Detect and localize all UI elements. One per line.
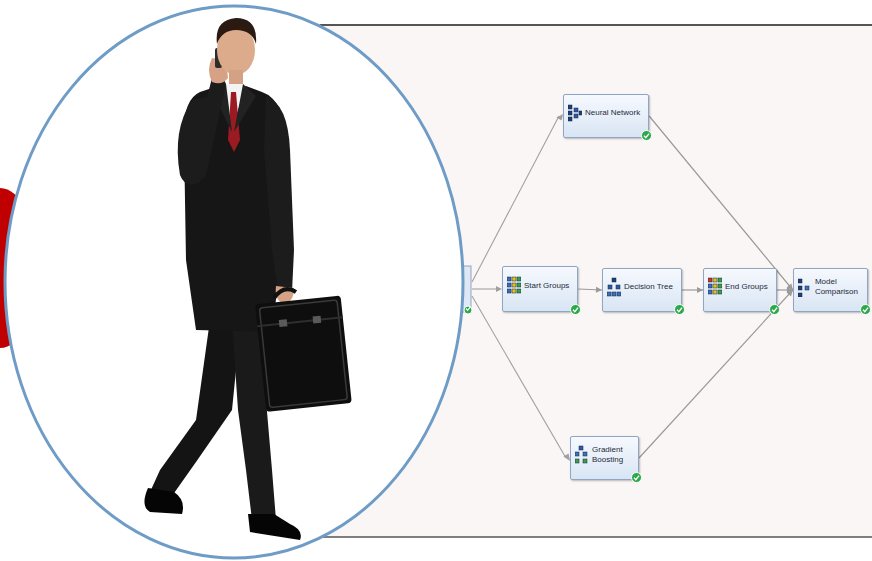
node-label: Gradient Boosting <box>592 445 630 464</box>
node-label: End Groups <box>725 282 768 292</box>
status-check <box>674 304 685 315</box>
status-check <box>570 304 581 315</box>
status-check <box>860 304 871 315</box>
status-check <box>631 472 642 483</box>
node-icon <box>507 276 521 296</box>
flow-connector <box>682 287 703 293</box>
flow-connector <box>578 287 602 293</box>
process-node: End Groups <box>703 268 777 312</box>
process-node: Gradient Boosting <box>570 436 639 480</box>
node-label: Decision Tree <box>624 282 673 292</box>
status-check <box>769 304 780 315</box>
process-node: Start Groups <box>502 266 578 312</box>
process-node: Model Comparison <box>793 268 868 312</box>
node-icon <box>575 445 589 465</box>
node-label: Neural Network <box>585 108 640 118</box>
panel-bottom-border <box>320 536 872 538</box>
panel-top-border <box>320 24 872 26</box>
node-icon <box>568 103 582 123</box>
node-icon <box>798 277 812 297</box>
process-node: Neural Network <box>563 94 649 138</box>
flow-connector <box>649 116 793 290</box>
node-label: Model Comparison <box>815 277 859 296</box>
businessman-figure <box>144 18 351 540</box>
status-check <box>641 130 652 141</box>
node-icon <box>708 277 722 297</box>
process-node: Decision Tree <box>602 268 682 312</box>
node-label: Start Groups <box>524 281 569 291</box>
flow-connector <box>639 290 793 458</box>
node-icon <box>607 277 621 297</box>
photo-circle <box>5 6 463 558</box>
